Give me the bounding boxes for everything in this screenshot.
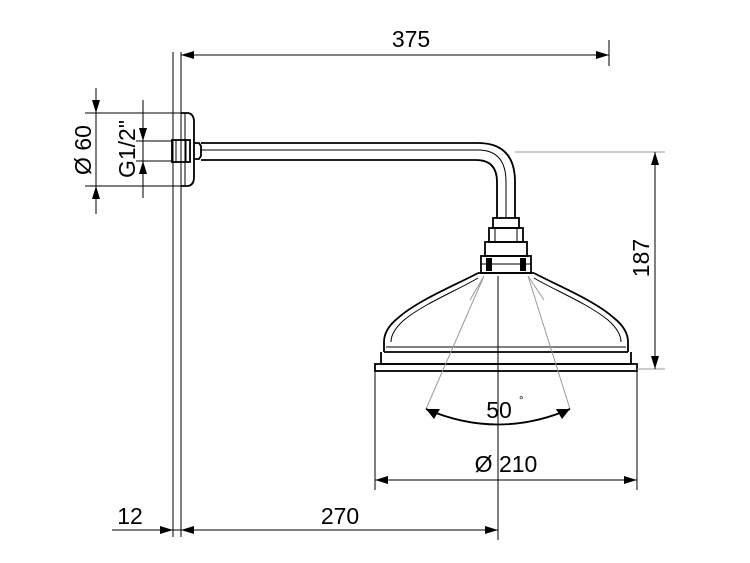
dimension-head-diameter-label: Ø 210: [475, 451, 538, 477]
spray-angle-arrow-right: [556, 409, 570, 419]
spray-angle-degree-symbol: °: [519, 395, 523, 407]
dimension-arm-length-label: 270: [321, 503, 359, 529]
spray-angle-arrow-left: [426, 409, 440, 419]
dimension-head-diameter-lines: [374, 371, 638, 490]
spray-angle-arc: [425, 408, 571, 426]
wall-flange: [171, 112, 202, 187]
dimension-187-label: 187: [628, 239, 654, 277]
wall-reference-lines: [172, 52, 182, 537]
dimension-flange-diameter-label: Ø 60: [70, 125, 96, 175]
dimension-flange-diameter-lines: [85, 88, 181, 214]
dimension-bottom-lines: [112, 526, 498, 534]
swivel-connector: [480, 217, 532, 274]
dimension-187-lines: [515, 151, 665, 370]
spray-cone: [425, 275, 571, 540]
dimension-thread-label: G1/2": [114, 120, 140, 178]
dimension-thread-lines: [136, 100, 172, 198]
shower-arm: [201, 142, 516, 218]
dimension-375-lines: [181, 40, 610, 66]
spray-angle-label: 50: [486, 397, 512, 423]
dimension-wall-offset-label: 12: [117, 503, 143, 529]
dimension-375-label: 375: [392, 26, 430, 52]
shower-head: [374, 272, 638, 372]
